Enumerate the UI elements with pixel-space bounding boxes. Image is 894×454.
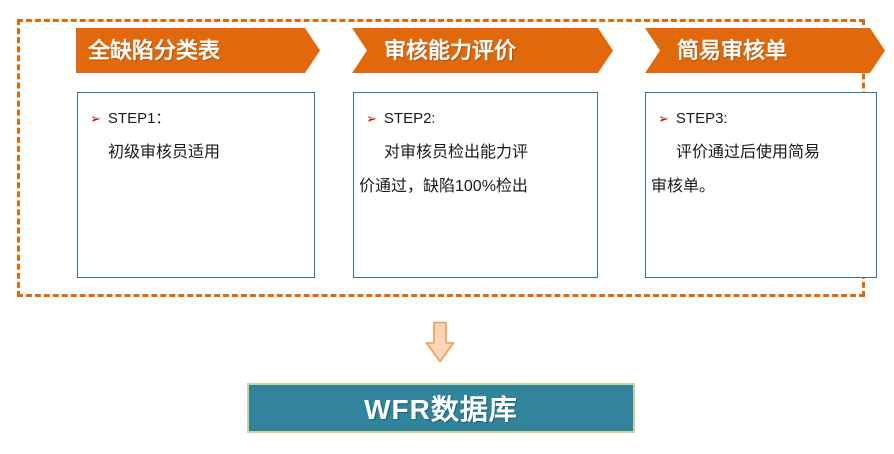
step1-text-line: 初级审核员适用 — [108, 144, 221, 161]
step2-banner-label: 审核能力评价 — [384, 38, 517, 63]
step3-title-row: ➢ STEP3: — [646, 102, 876, 136]
step2-text-line: 价通过，缺陷100%检出 — [359, 178, 528, 195]
step1-box: ➢ STEP1： 初级审核员适用 — [77, 92, 315, 278]
step2-text-line: 对审核员检出能力评 — [384, 144, 529, 161]
step2-label: STEP2: — [383, 110, 436, 127]
step1-label: STEP1： — [107, 110, 171, 127]
step3-banner-label: 简易审核单 — [677, 38, 788, 63]
arrow-bullet-icon: ➢ — [366, 111, 377, 126]
step1-banner-label: 全缺陷分类表 — [88, 38, 221, 63]
step2-title-row: ➢ STEP2: — [354, 102, 597, 136]
wfr-database-box: WFR数据库 — [247, 383, 635, 433]
step3-banner: 简易审核单 — [645, 28, 885, 73]
step3-box: ➢ STEP3: 评价通过后使用简易 审核单。 — [645, 92, 877, 278]
arrow-bullet-icon: ➢ — [90, 111, 101, 126]
step1-banner: 全缺陷分类表 — [76, 28, 320, 73]
down-arrow-icon — [425, 321, 455, 363]
wfr-database-label: WFR数据库 — [364, 394, 518, 425]
step1-title-row: ➢ STEP1： — [78, 102, 314, 136]
step3-text-line: 评价通过后使用简易 — [676, 144, 821, 161]
step2-box: ➢ STEP2: 对审核员检出能力评 价通过，缺陷100%检出 — [353, 92, 598, 278]
step2-banner: 审核能力评价 — [352, 28, 613, 73]
arrow-bullet-icon: ➢ — [658, 111, 669, 126]
step3-label: STEP3: — [675, 110, 728, 127]
step3-text-line: 审核单。 — [651, 178, 716, 195]
